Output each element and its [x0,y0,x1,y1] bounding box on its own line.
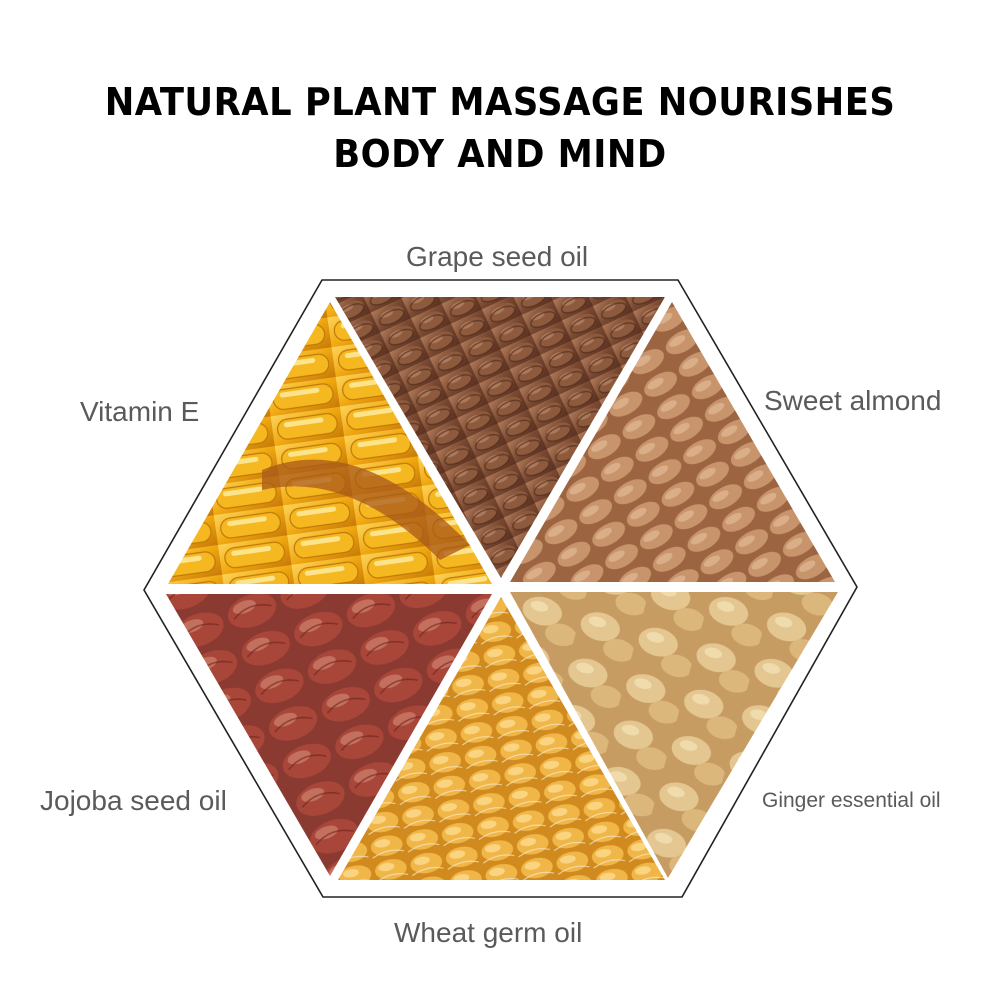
triangle-grape-seed [335,297,665,578]
label-vitamin-e: Vitamin E [80,396,200,427]
title-line-1: NATURAL PLANT MASSAGE NOURISHES [104,80,896,124]
triangle-jojoba [166,594,492,876]
triangle-ginger [510,592,838,878]
triangle-sweet-almond [510,302,835,582]
label-sweet-almond: Sweet almond [764,385,942,416]
label-wheat-germ-oil: Wheat germ oil [394,917,583,948]
label-grape-seed-oil: Grape seed oil [406,241,589,272]
title-line-2: BODY AND MIND [333,132,667,176]
label-ginger-essential-oil: Ginger essential oil [762,789,941,812]
hexagon-outline [143,279,858,898]
label-jojoba-seed-oil: Jojoba seed oil [40,785,227,816]
page-title: NATURAL PLANT MASSAGE NOURISHES BODY AND… [35,76,965,180]
triangle-wheat-germ [338,597,665,880]
triangle-vitamin-e [168,302,492,584]
